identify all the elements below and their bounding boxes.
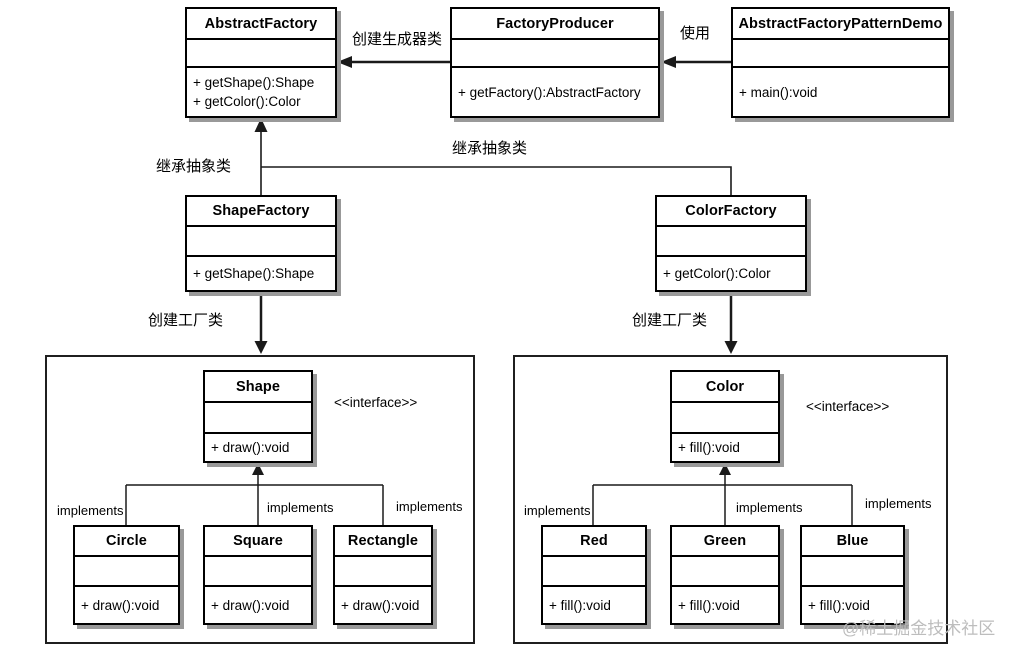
class-title: AbstractFactoryPatternDemo bbox=[733, 9, 948, 40]
class-square[interactable]: Square + draw():void bbox=[203, 525, 313, 625]
edge-create-color-factory bbox=[724, 292, 738, 354]
method-item: + draw():void bbox=[81, 597, 160, 613]
class-methods: + fill():void bbox=[802, 587, 903, 623]
class-attributes bbox=[543, 557, 645, 587]
class-attributes bbox=[75, 557, 178, 587]
edge-use bbox=[661, 56, 731, 68]
class-abstractfactorypatterndemo[interactable]: AbstractFactoryPatternDemo + main():void bbox=[731, 7, 950, 118]
class-attributes bbox=[187, 40, 335, 68]
color-package-container bbox=[513, 355, 948, 644]
class-color-interface[interactable]: Color + fill():void bbox=[670, 370, 780, 463]
edge-label-use: 使用 bbox=[680, 25, 711, 42]
class-methods: + draw():void bbox=[75, 587, 178, 623]
class-title: Circle bbox=[75, 527, 178, 557]
class-methods: + draw():void bbox=[205, 587, 311, 623]
edge-implements-shape bbox=[125, 463, 384, 525]
edge-label-create-factory-right: 创建工厂类 bbox=[632, 312, 708, 329]
watermark: @稀土掘金技术社区 bbox=[842, 619, 996, 638]
class-methods: + getFactory():AbstractFactory bbox=[452, 68, 658, 116]
class-attributes bbox=[672, 403, 778, 434]
class-title: Color bbox=[672, 372, 778, 403]
edge-label-implements-blue: implements bbox=[865, 496, 932, 511]
edge-implements-color bbox=[592, 463, 853, 525]
edge-create-builder bbox=[337, 56, 450, 68]
class-rectangle[interactable]: Rectangle + draw():void bbox=[333, 525, 433, 625]
class-title: Shape bbox=[205, 372, 311, 403]
class-title: Blue bbox=[802, 527, 903, 557]
class-methods: + fill():void bbox=[672, 587, 778, 623]
edge-label-implements-circle: implements bbox=[57, 503, 124, 518]
stereotype-label-shape-interface: <<interface>> bbox=[334, 395, 418, 410]
class-attributes bbox=[205, 557, 311, 587]
edge-create-shape-factory bbox=[254, 292, 268, 354]
class-methods: + fill():void bbox=[543, 587, 645, 623]
edge-label-inherit-abstract-right: 继承抽象类 bbox=[452, 140, 528, 157]
class-title: Red bbox=[543, 527, 645, 557]
class-attributes bbox=[672, 557, 778, 587]
edge-label-implements-green: implements bbox=[736, 500, 803, 515]
method-item: + getColor():Color bbox=[663, 266, 771, 281]
edge-inherit-abstract bbox=[254, 118, 732, 195]
class-methods: + main():void bbox=[733, 68, 948, 116]
class-title: FactoryProducer bbox=[452, 9, 658, 40]
method-item: + getShape():Shape bbox=[193, 75, 315, 90]
class-shapefactory[interactable]: ShapeFactory + getShape():Shape bbox=[185, 195, 337, 292]
method-item: + fill():void bbox=[678, 597, 740, 613]
class-abstractfactory[interactable]: AbstractFactory + getShape():Shape + get… bbox=[185, 7, 337, 118]
class-methods: + getShape():Shape bbox=[187, 257, 335, 290]
method-item: + getFactory():AbstractFactory bbox=[458, 84, 641, 100]
class-title: Rectangle bbox=[335, 527, 431, 557]
class-attributes bbox=[335, 557, 431, 587]
class-blue[interactable]: Blue + fill():void bbox=[800, 525, 905, 625]
class-attributes bbox=[452, 40, 658, 68]
class-methods: + getShape():Shape + getColor():Color bbox=[187, 68, 335, 116]
class-methods: + fill():void bbox=[672, 434, 778, 461]
method-item: + fill():void bbox=[678, 440, 740, 455]
method-item: + draw():void bbox=[341, 597, 420, 613]
method-item: + fill():void bbox=[549, 597, 611, 613]
stereotype-label-color-interface: <<interface>> bbox=[806, 399, 890, 414]
edge-label-implements-rectangle: implements bbox=[396, 499, 463, 514]
method-item: + draw():void bbox=[211, 597, 290, 613]
class-title: AbstractFactory bbox=[187, 9, 335, 40]
edge-label-implements-square: implements bbox=[267, 500, 334, 515]
class-shape-interface[interactable]: Shape + draw():void bbox=[203, 370, 313, 463]
class-title: Square bbox=[205, 527, 311, 557]
edge-label-create-builder: 创建生成器类 bbox=[352, 31, 443, 48]
class-methods: + getColor():Color bbox=[657, 257, 805, 290]
method-item: + getColor():Color bbox=[193, 94, 301, 109]
method-item: + getShape():Shape bbox=[193, 266, 315, 281]
method-item: + fill():void bbox=[808, 597, 870, 613]
shape-package-container bbox=[45, 355, 475, 644]
class-circle[interactable]: Circle + draw():void bbox=[73, 525, 180, 625]
class-title: Green bbox=[672, 527, 778, 557]
class-methods: + draw():void bbox=[205, 434, 311, 461]
class-attributes bbox=[802, 557, 903, 587]
class-methods: + draw():void bbox=[335, 587, 431, 623]
method-item: + main():void bbox=[739, 84, 818, 100]
class-attributes bbox=[657, 227, 805, 257]
class-green[interactable]: Green + fill():void bbox=[670, 525, 780, 625]
edge-label-implements-red: implements bbox=[524, 503, 591, 518]
class-title: ColorFactory bbox=[657, 197, 805, 227]
class-colorfactory[interactable]: ColorFactory + getColor():Color bbox=[655, 195, 807, 292]
class-red[interactable]: Red + fill():void bbox=[541, 525, 647, 625]
class-attributes bbox=[733, 40, 948, 68]
class-attributes bbox=[187, 227, 335, 257]
class-factoryproducer[interactable]: FactoryProducer + getFactory():AbstractF… bbox=[450, 7, 660, 118]
method-item: + draw():void bbox=[211, 440, 290, 455]
edge-label-inherit-abstract-left: 继承抽象类 bbox=[156, 158, 232, 175]
class-title: ShapeFactory bbox=[187, 197, 335, 227]
class-attributes bbox=[205, 403, 311, 434]
edge-label-create-factory-left: 创建工厂类 bbox=[148, 312, 224, 329]
